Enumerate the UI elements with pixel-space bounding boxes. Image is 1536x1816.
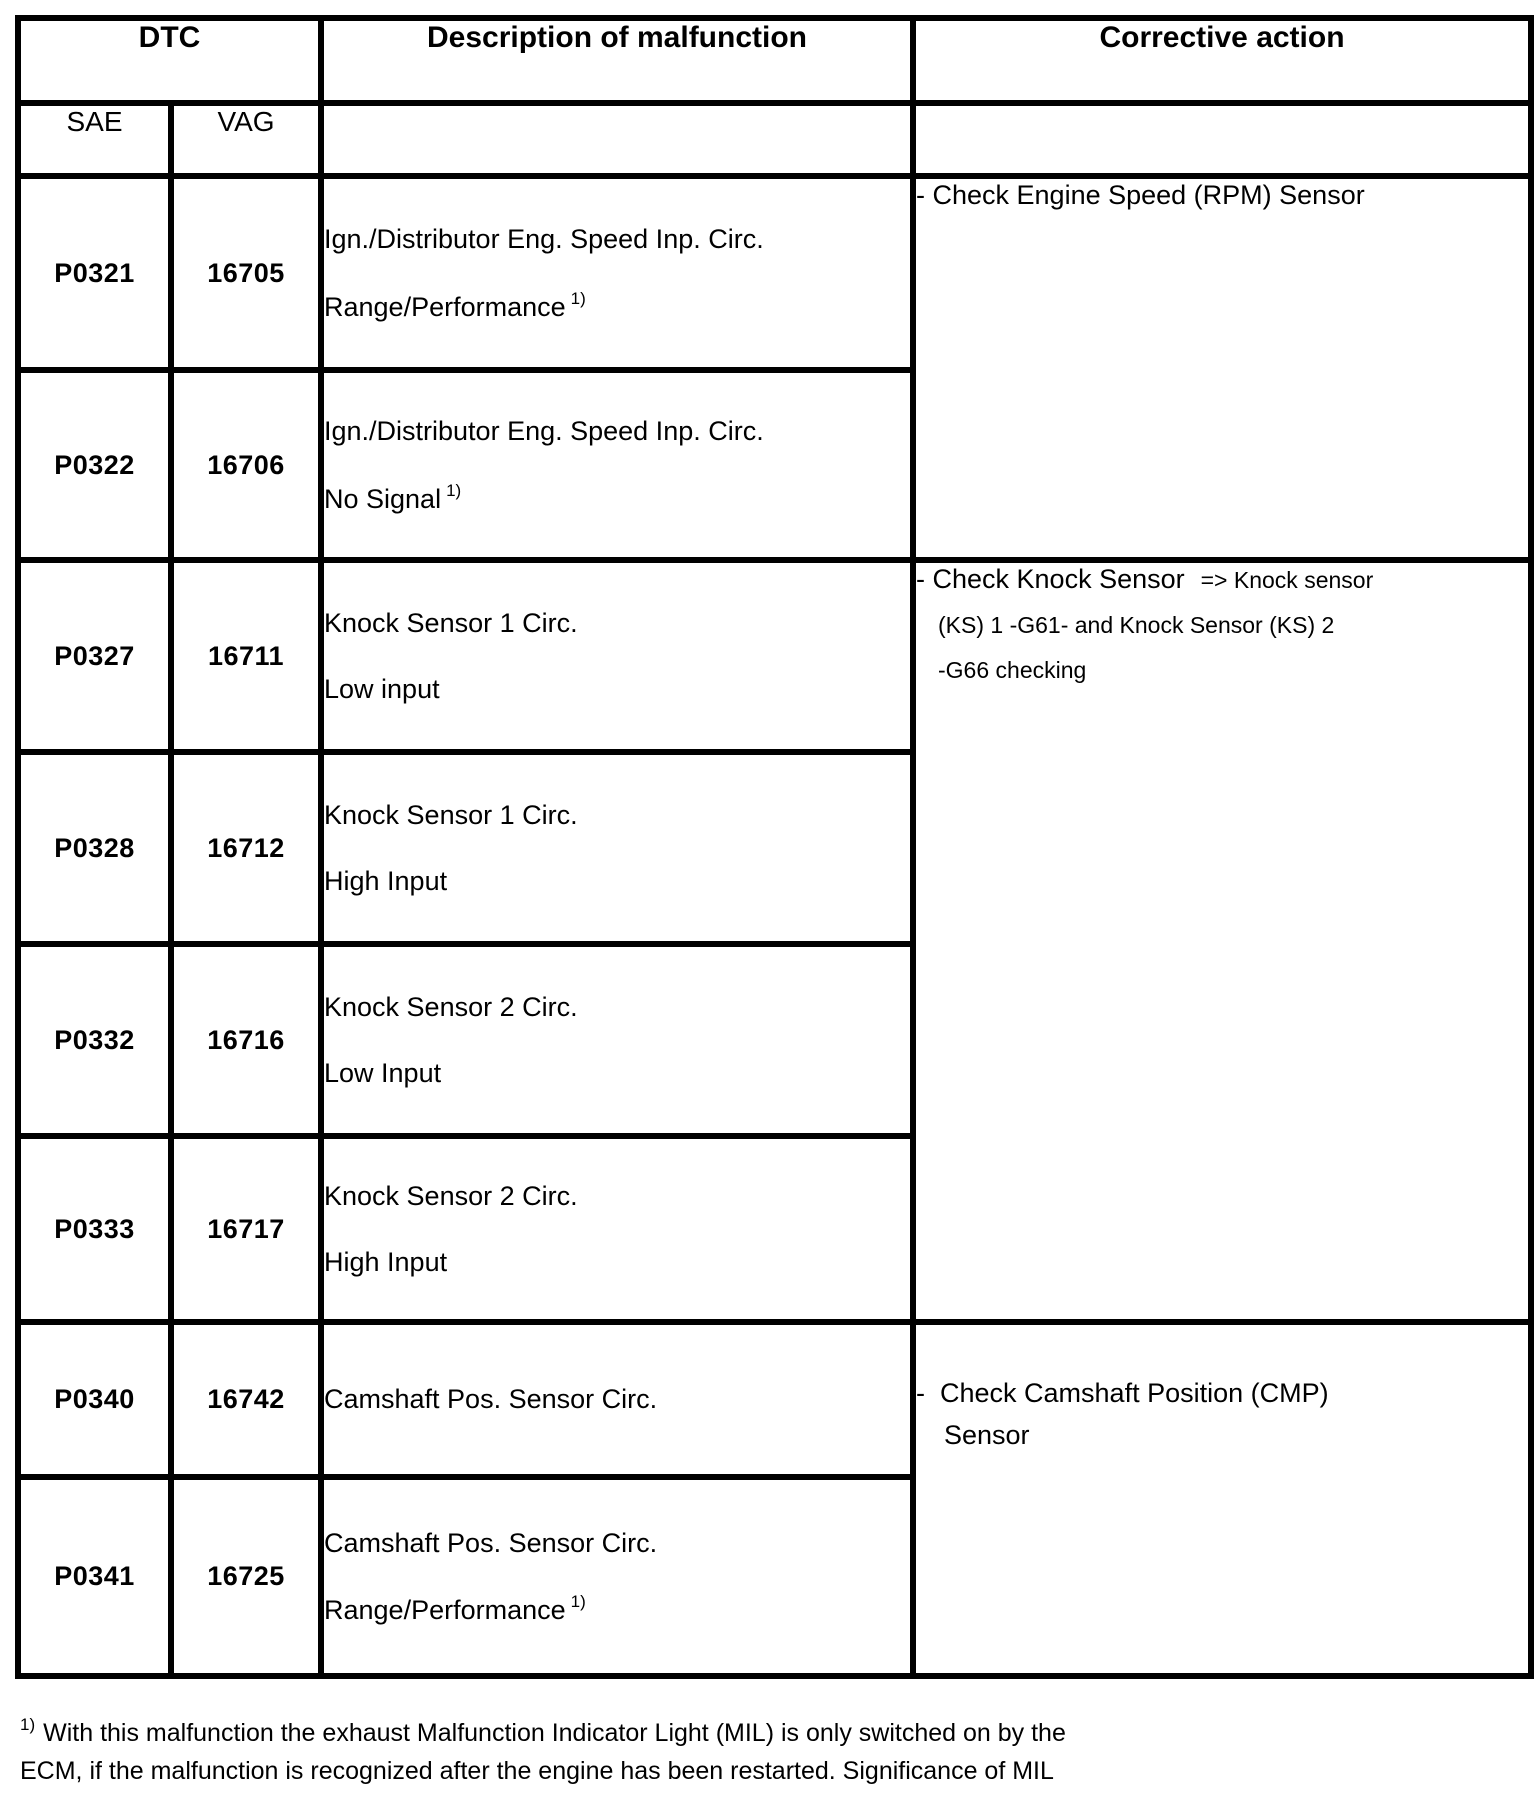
footnote-text-1: With this malfunction the exhaust Malfun…: [43, 1719, 1066, 1747]
description-line-1: Knock Sensor 1 Circ.: [324, 800, 578, 831]
corrective-action-cell-knock: - Check Knock Sensor => Knock sensor (KS)…: [910, 557, 1534, 1325]
description-line-2: Low input: [324, 673, 440, 704]
description-line-1: Camshaft Pos. Sensor Circ.: [324, 1384, 658, 1415]
table-row-p0322: P0322 16706 Ign./Distributor Eng. Speed …: [15, 367, 1531, 563]
corrective-line: - Check Knock Sensor => Knock sensor: [916, 563, 1528, 595]
corrective-line-1: - Check Camshaft Position (CMP): [916, 1378, 1329, 1408]
vag-code: 16742: [168, 1319, 324, 1480]
vag-code: 16711: [168, 557, 324, 755]
sae-subheader: SAE: [15, 100, 174, 179]
corrective-line-2: Sensor: [944, 1420, 1030, 1451]
vag-code: 16712: [168, 749, 324, 947]
description-column-header: Description of malfunction: [318, 15, 916, 106]
footnote-ref: 1): [570, 1592, 586, 1611]
sae-code: P0327: [15, 557, 174, 755]
description-line-2-text: Range/Performance: [324, 1595, 566, 1625]
sae-code: P0333: [15, 1133, 174, 1325]
corrective-subheader-empty: [910, 100, 1534, 179]
corrective-action-cell-camshaft: - Check Camshaft Position (CMP) Sensor: [910, 1319, 1534, 1679]
sae-code: P0341: [15, 1474, 174, 1679]
vag-code: 16716: [168, 941, 324, 1139]
sae-code: P0328: [15, 749, 174, 947]
malfunction-description-cell: Knock Sensor 2 Circ. Low Input: [318, 941, 916, 1139]
footnote-ref: 1): [446, 480, 462, 500]
description-line-1: Camshaft Pos. Sensor Circ.: [324, 1527, 658, 1558]
sae-code: P0321: [15, 173, 174, 373]
malfunction-description-cell: Knock Sensor 1 Circ. High Input: [318, 749, 916, 947]
table-row-p0328: P0328 16712 Knock Sensor 1 Circ. High In…: [15, 749, 1531, 947]
description-line-2: High Input: [324, 865, 448, 896]
description-line-2: Low Input: [324, 1057, 442, 1088]
footnote-line-2: ECM, if the malfunction is recognized af…: [20, 1752, 1066, 1790]
table-row-p0340: P0340 16742 Camshaft Pos. Sensor Circ. -…: [15, 1319, 1534, 1679]
footnote: 1) With this malfunction the exhaust Malf…: [20, 1712, 1066, 1790]
vag-code: 16725: [168, 1474, 324, 1679]
corrective-action-cell-rpm: - Check Engine Speed (RPM) Sensor: [910, 173, 1534, 563]
malfunction-description-cell: Camshaft Pos. Sensor Circ. Range/Perform…: [318, 1474, 916, 1679]
sae-code: P0340: [15, 1319, 174, 1480]
description-line-2-text: No Signal: [324, 483, 442, 514]
description-line-1: Ign./Distributor Eng. Speed Inp. Circ.: [324, 416, 764, 447]
manual-cross-reference-line-2: (KS) 1 -G61- and Knock Sensor (KS) 2: [938, 612, 1335, 639]
vag-code: 16717: [168, 1133, 324, 1325]
table-row-p0341: P0341 16725 Camshaft Pos. Sensor Circ. R…: [15, 1474, 1531, 1679]
description-line-1: Ign./Distributor Eng. Speed Inp. Circ.: [324, 224, 764, 255]
dtc-column-header: DTC: [15, 15, 324, 106]
footnote-marker: 1): [20, 1715, 36, 1734]
description-line-2-text: Range/Performance: [324, 291, 566, 322]
corrective-column-header: Corrective action: [910, 15, 1534, 106]
description-subheader-empty: [318, 100, 916, 179]
vag-code: 16706: [168, 367, 324, 563]
malfunction-description-cell: Ign./Distributor Eng. Speed Inp. Circ. R…: [318, 173, 916, 373]
footnote-text-2: ECM, if the malfunction is recognized af…: [20, 1757, 1054, 1785]
malfunction-description-cell: Ign./Distributor Eng. Speed Inp. Circ. N…: [318, 367, 916, 563]
vag-code: 16705: [168, 173, 324, 373]
vag-subheader: VAG: [168, 100, 324, 179]
table-row-p0327: P0327 16711 Knock Sensor 1 Circ. Low inp…: [15, 557, 1534, 1325]
footnote-ref: 1): [570, 288, 586, 308]
manual-cross-reference: => Knock sensor: [1200, 567, 1374, 593]
table-row-p0332: P0332 16716 Knock Sensor 2 Circ. Low Inp…: [15, 941, 1531, 1139]
sae-code: P0332: [15, 941, 174, 1139]
description-line-1: Knock Sensor 1 Circ.: [324, 608, 578, 639]
description-line-1: Knock Sensor 2 Circ.: [324, 992, 578, 1023]
malfunction-description-cell: Knock Sensor 2 Circ. High Input: [318, 1133, 916, 1325]
description-line-1: Knock Sensor 2 Circ.: [324, 1181, 578, 1212]
footnote-line-1: 1) With this malfunction the exhaust Malf…: [20, 1712, 1066, 1752]
corrective-line: - Check Engine Speed (RPM) Sensor: [916, 180, 1365, 210]
corrective-main-text: - Check Knock Sensor: [916, 564, 1185, 594]
manual-cross-reference-line-3: -G66 checking: [938, 656, 1087, 683]
sae-code: P0322: [15, 367, 174, 563]
dtc-table: DTC Description of malfunction Correctiv…: [15, 15, 1534, 1679]
header-row: DTC Description of malfunction Correctiv…: [15, 15, 1534, 106]
subheader-row: SAE VAG: [15, 100, 1534, 179]
table-row-p0333: P0333 16717 Knock Sensor 2 Circ. High In…: [15, 1133, 1531, 1325]
description-line-2: High Input: [324, 1246, 448, 1277]
malfunction-description-cell: Camshaft Pos. Sensor Circ.: [318, 1319, 916, 1480]
malfunction-description-cell: Knock Sensor 1 Circ. Low input: [318, 557, 916, 755]
table-row-p0321: P0321 16705 Ign./Distributor Eng. Speed …: [15, 173, 1534, 563]
